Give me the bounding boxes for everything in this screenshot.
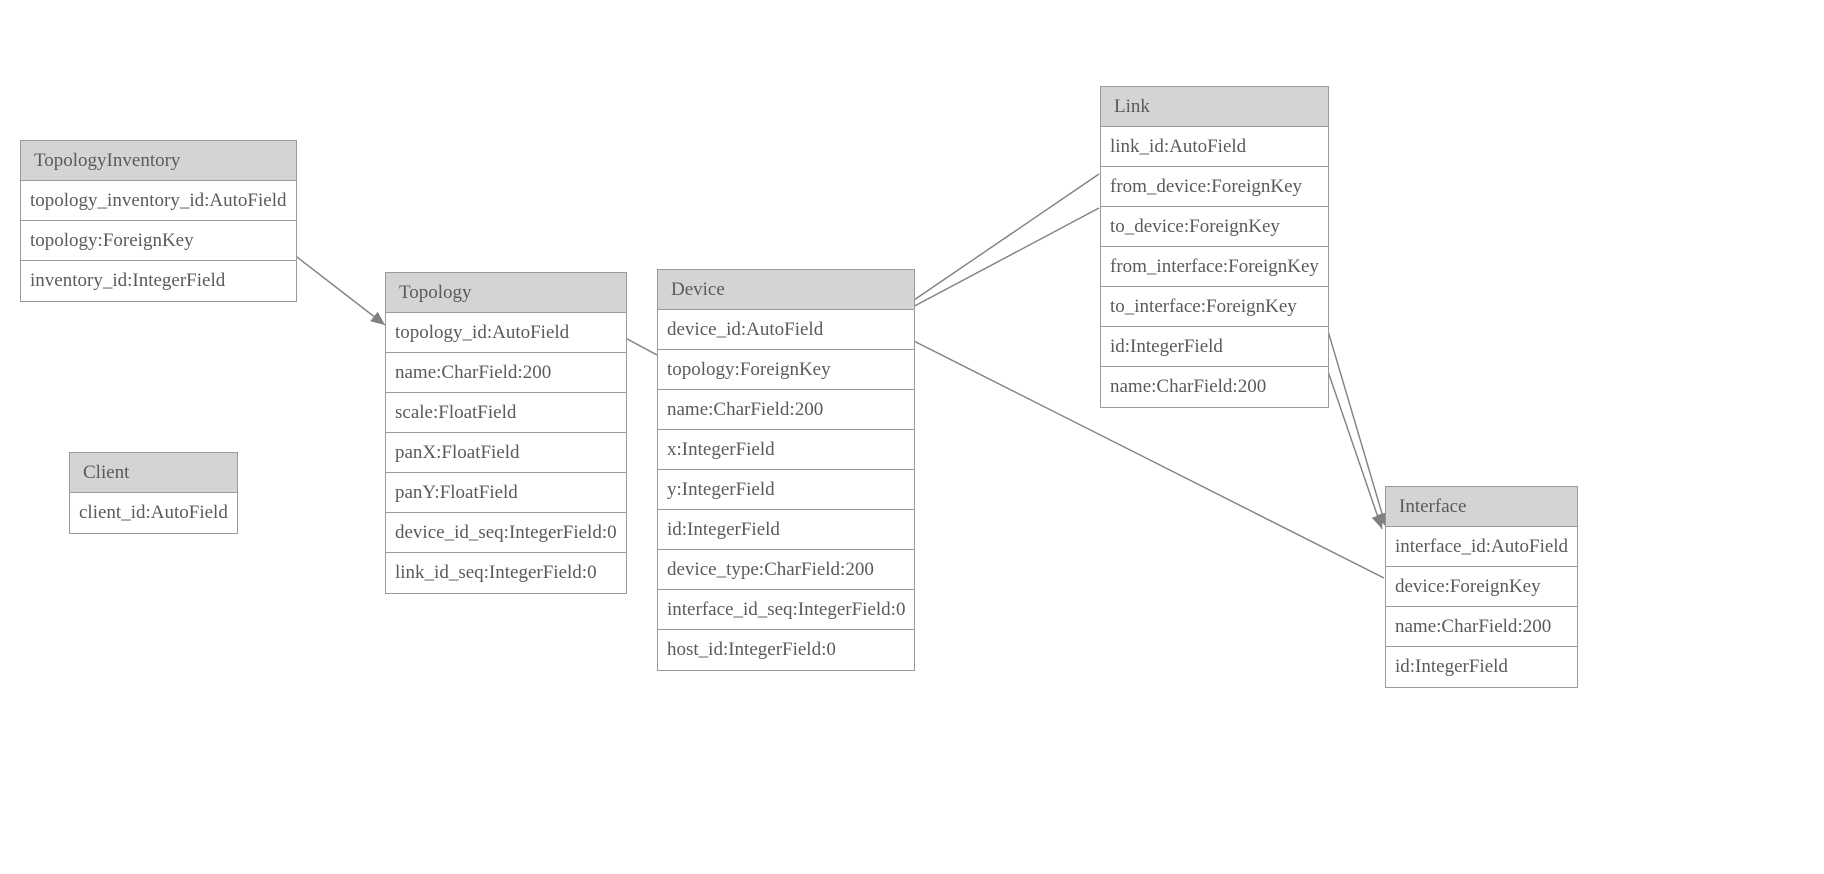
field-link-to-interface: to_interface:ForeignKey	[1101, 287, 1328, 327]
edge-link-to-device-to-device	[891, 207, 1100, 319]
edge-link-from-device-to-device	[891, 173, 1100, 316]
field-device-topology: topology:ForeignKey	[658, 350, 914, 390]
field-topology-link-id-seq: link_id_seq:IntegerField:0	[386, 553, 626, 593]
field-device-x: x:IntegerField	[658, 430, 914, 470]
field-device-id: device_id:AutoField	[658, 310, 914, 350]
entity-link[interactable]: Link link_id:AutoField from_device:Forei…	[1100, 86, 1329, 408]
entity-title-interface: Interface	[1386, 487, 1577, 527]
field-topology-id: topology_id:AutoField	[386, 313, 626, 353]
entity-title-topologyinventory: TopologyInventory	[21, 141, 296, 181]
entity-client[interactable]: Client client_id:AutoField	[69, 452, 238, 534]
entity-interface[interactable]: Interface interface_id:AutoField device:…	[1385, 486, 1578, 688]
field-interface-id: interface_id:AutoField	[1386, 527, 1577, 567]
field-interface-id-integer: id:IntegerField	[1386, 647, 1577, 687]
field-interface-name: name:CharField:200	[1386, 607, 1577, 647]
entity-title-client: Client	[70, 453, 237, 493]
entity-topologyinventory[interactable]: TopologyInventory topology_inventory_id:…	[20, 140, 297, 302]
field-client-id: client_id:AutoField	[70, 493, 237, 533]
field-link-name: name:CharField:200	[1101, 367, 1328, 407]
entity-device[interactable]: Device device_id:AutoField topology:Fore…	[657, 269, 915, 671]
entity-title-link: Link	[1101, 87, 1328, 127]
field-link-id: link_id:AutoField	[1101, 127, 1328, 167]
field-device-interface-id-seq: interface_id_seq:IntegerField:0	[658, 590, 914, 630]
field-device-id-integer: id:IntegerField	[658, 510, 914, 550]
field-interface-device: device:ForeignKey	[1386, 567, 1577, 607]
field-topology-inventory-id: topology_inventory_id:AutoField	[21, 181, 296, 221]
entity-title-topology: Topology	[386, 273, 626, 313]
field-link-to-device: to_device:ForeignKey	[1101, 207, 1328, 247]
field-topology-scale: scale:FloatField	[386, 393, 626, 433]
field-topology-foreignkey: topology:ForeignKey	[21, 221, 296, 261]
entity-title-device: Device	[658, 270, 914, 310]
field-topology-name: name:CharField:200	[386, 353, 626, 393]
field-link-from-interface: from_interface:ForeignKey	[1101, 247, 1328, 287]
field-topology-pany: panY:FloatField	[386, 473, 626, 513]
entity-topology[interactable]: Topology topology_id:AutoField name:Char…	[385, 272, 627, 594]
field-topology-panx: panX:FloatField	[386, 433, 626, 473]
field-device-y: y:IntegerField	[658, 470, 914, 510]
field-device-host-id: host_id:IntegerField:0	[658, 630, 914, 670]
field-topology-device-id-seq: device_id_seq:IntegerField:0	[386, 513, 626, 553]
field-link-id-integer: id:IntegerField	[1101, 327, 1328, 367]
field-link-from-device: from_device:ForeignKey	[1101, 167, 1328, 207]
field-device-name: name:CharField:200	[658, 390, 914, 430]
field-inventory-id: inventory_id:IntegerField	[21, 261, 296, 301]
field-device-type: device_type:CharField:200	[658, 550, 914, 590]
